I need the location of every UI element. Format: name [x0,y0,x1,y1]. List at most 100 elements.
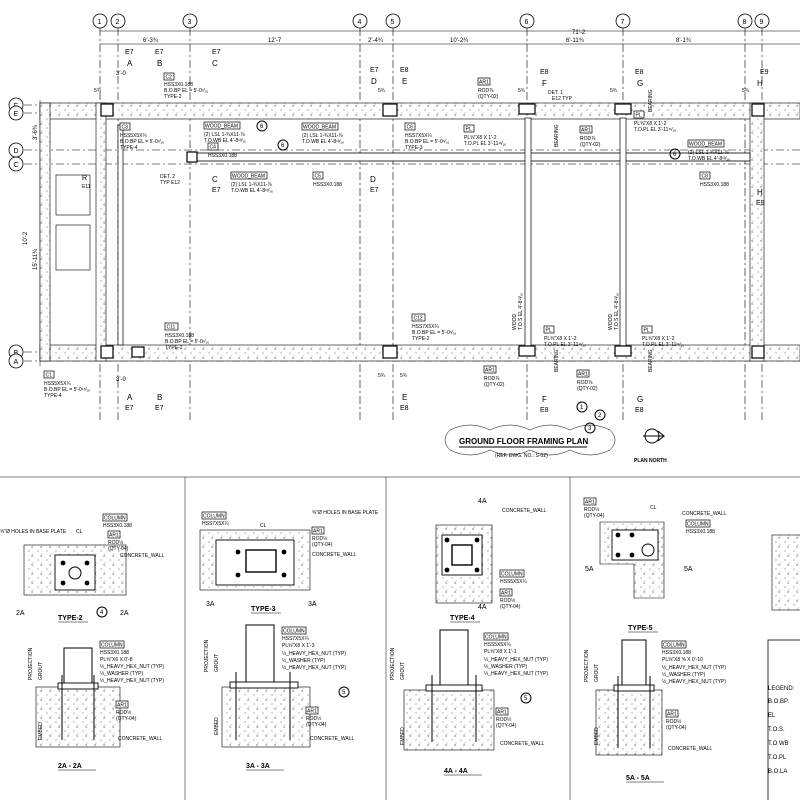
svg-text:B.O.BP EL = 5'-0⁷⁄₁₆: B.O.BP EL = 5'-0⁷⁄₁₆ [164,88,208,94]
svg-text:½_HEAVY_HEX_NUT (TYP): ½_HEAVY_HEX_NUT (TYP) [100,677,164,684]
svg-text:A: A [14,359,19,366]
plan-north: PLAN NORTH [634,458,667,464]
svg-text:AR1: AR1 [479,80,489,86]
tag-ar1-1: AR1 ROD⅞(QTY-02) [477,77,499,100]
svg-text:½_HEAVY_HEX_NUT (TYP): ½_HEAVY_HEX_NUT (TYP) [100,663,164,670]
svg-text:9: 9 [760,19,764,26]
svg-text:ROD⅞: ROD⅞ [484,376,500,382]
svg-text:(2) LSL 1-¾X11-⅞: (2) LSL 1-¾X11-⅞ [231,182,272,188]
svg-text:HSS5X5X¼: HSS5X5X¼ [44,381,72,387]
grid-bubble-9: 9 [754,13,770,29]
svg-text:PL⅝"X8 X 1'-3: PL⅝"X8 X 1'-3 [282,643,315,649]
grid-bubble-7: 7 [615,13,631,29]
grid-bubble-4: 4 [352,13,368,29]
svg-text:½_WASHER (TYP): ½_WASHER (TYP) [100,670,143,677]
svg-text:T.O.WB EL 4'-8¹³⁄₁₆: T.O.WB EL 4'-8¹³⁄₁₆ [688,156,730,162]
svg-text:CONCRETE_WALL: CONCRETE_WALL [312,552,356,558]
tag-pl-1: PL PL⅝"X8 X 1'-2T.O.PL EL 3'-11¹¹⁄₁₆ [463,124,506,147]
svg-text:3: 3 [588,426,592,432]
svg-text:T.O.PL EL 3'-11¹¹⁄₁₆: T.O.PL EL 3'-11¹¹⁄₁₆ [642,342,684,348]
svg-text:AR1: AR1 [667,712,677,718]
svg-text:E8: E8 [540,407,549,414]
svg-text:5¾: 5¾ [610,88,618,94]
svg-text:EMBED: EMBED [594,727,600,745]
svg-text:E9: E9 [756,200,765,207]
svg-text:(QTY-04): (QTY-04) [500,604,521,610]
svg-text:T.O.WB EL 4'-8¹³⁄₁₆: T.O.WB EL 4'-8¹³⁄₁₆ [302,139,344,145]
svg-text:6: 6 [260,124,264,130]
section-4a-4a: PROJECTION GROUT EMBED COLUMN HSS5X5X¼ P… [390,629,548,776]
svg-text:DET. 2: DET. 2 [160,174,175,180]
svg-text:G: G [637,79,643,88]
small-dimensions: 3'-0 3'-0 5¾ 5¾ 5¾ 5¾ 5¾ 5¾ 5¾ [94,71,750,383]
svg-text:5¾: 5¾ [378,88,386,94]
svg-text:(2) LSL 1-¾X11-⅞: (2) LSL 1-¾X11-⅞ [688,150,729,156]
svg-text:BEARING: BEARING [554,349,560,372]
svg-text:PL⅝"X8 X 1'-2: PL⅝"X8 X 1'-2 [544,336,577,342]
svg-text:3A - 3A: 3A - 3A [246,763,270,770]
svg-text:5¾: 5¾ [378,373,386,379]
svg-text:G: G [637,395,643,404]
svg-text:BEARING: BEARING [554,124,560,147]
svg-text:5A - 5A: 5A - 5A [626,775,650,782]
svg-text:CONCRETE_WALL: CONCRETE_WALL [668,746,712,752]
svg-text:COLUMN: COLUMN [104,516,126,522]
svg-text:E: E [402,393,407,402]
svg-text:E7: E7 [125,405,134,412]
svg-text:(QTY-04): (QTY-04) [584,513,605,519]
svg-text:E7: E7 [370,67,379,74]
svg-text:WOOD: WOOD [608,314,614,330]
svg-text:HSS3X0.188: HSS3X0.188 [165,333,194,339]
svg-text:½_HEAVY_HEX_NUT (TYP): ½_HEAVY_HEX_NUT (TYP) [662,664,726,671]
svg-text:C3: C3 [122,125,129,131]
svg-text:2: 2 [598,413,602,419]
svg-text:ROD⅞: ROD⅞ [478,88,494,94]
svg-text:B.O.BP EL = 5'-0⁵⁄₁₆: B.O.BP EL = 5'-0⁵⁄₁₆ [412,330,456,336]
svg-text:CL: CL [260,523,267,529]
revision-6-3: 6 [669,148,681,160]
svg-text:(2) LSL 1-¾X11-⅞: (2) LSL 1-¾X11-⅞ [302,133,343,139]
svg-text:⅝"Ø HOLES IN BASE PLATE: ⅝"Ø HOLES IN BASE PLATE [0,529,67,535]
svg-text:T.O.S.: T.O.S. [768,727,785,733]
svg-text:4A: 4A [478,498,487,505]
plan-title: GROUND FLOOR FRAMING PLAN [459,437,589,446]
svg-text:B.O.BP.: B.O.BP. [768,699,789,705]
svg-text:TYPE-2: TYPE-2 [412,336,430,342]
svg-text:D: D [14,148,19,155]
svg-text:ROD½: ROD½ [500,597,516,604]
svg-text:C11: C11 [167,325,176,331]
svg-text:HSS3X0.188: HSS3X0.188 [100,650,129,656]
svg-text:DET. 1: DET. 1 [548,90,563,96]
svg-text:AR1: AR1 [109,533,119,539]
svg-text:PL⅝"X8 ⅝ X 0'-10: PL⅝"X8 ⅝ X 0'-10 [662,657,703,663]
svg-text:TYP E12: TYP E12 [160,180,180,186]
svg-text:WOOD_BEAM: WOOD_BEAM [205,124,238,130]
tag-pl-3: PL PL⅝"X8 X 1'-2T.O.PL EL 3'-11¹¹⁄₁₆ [543,325,586,348]
svg-text:2A - 2A: 2A - 2A [58,763,82,770]
svg-text:PL: PL [644,328,650,334]
svg-text:WOOD_BEAM: WOOD_BEAM [689,142,722,148]
svg-text:3'-0: 3'-0 [116,377,126,383]
svg-text:A: A [127,393,133,402]
grid-bubble-E: E [8,105,24,121]
svg-text:HSS3X0.188: HSS3X0.188 [662,650,691,656]
svg-text:AR1: AR1 [485,368,495,374]
svg-text:4A: 4A [478,604,487,611]
svg-text:3A: 3A [308,601,317,608]
svg-text:EMBED: EMBED [400,727,406,745]
svg-text:E: E [14,111,19,118]
svg-text:4: 4 [100,610,104,616]
cloud-tags: 1 2 3 [576,401,606,434]
svg-text:½_HEAVY_HEX_NUT (TYP): ½_HEAVY_HEX_NUT (TYP) [282,650,346,657]
svg-text:A: A [127,59,133,68]
legend-title: LEGEND: [768,686,795,692]
svg-text:(QTY-02): (QTY-02) [484,382,505,388]
svg-text:CONCRETE_WALL: CONCRETE_WALL [500,741,544,747]
svg-text:AR1: AR1 [313,529,323,535]
detail-type-3: COLUMN HSS7X5X¼ CL ⅝"Ø HOLES IN BASE PLA… [199,510,379,614]
svg-text:PROJECTION: PROJECTION [390,647,396,680]
svg-text:AR1: AR1 [578,372,588,378]
svg-text:(QTY-04): (QTY-04) [116,716,137,722]
overall-dim: 71'-2 [572,30,586,36]
